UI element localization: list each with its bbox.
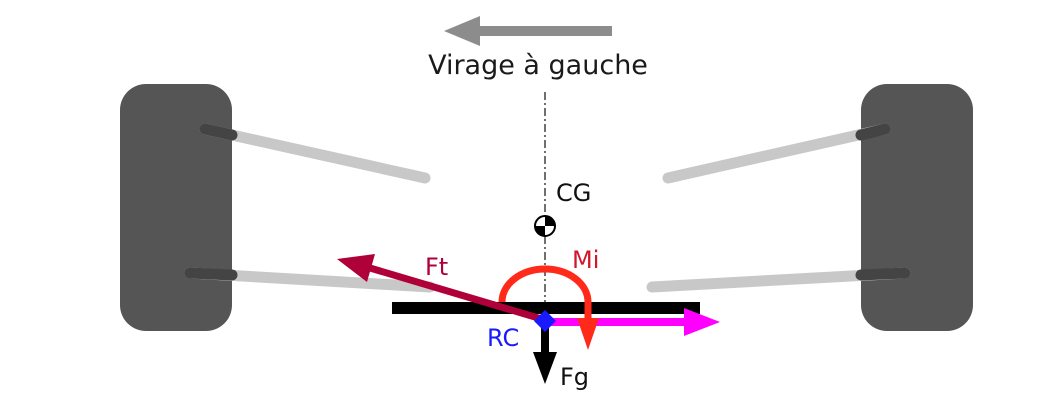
fg-label: Fg	[560, 363, 589, 391]
direction-arrow-icon	[444, 16, 612, 46]
chassis-bar	[392, 302, 700, 314]
right-upper-arm-joint	[855, 123, 891, 141]
tire-force-arrow	[337, 254, 546, 324]
mi-label: Mi	[572, 246, 599, 274]
left-upper-arm	[199, 123, 431, 184]
left-upper-arm-joint	[199, 123, 238, 141]
rc-label: RC	[487, 324, 519, 352]
lateral-force-arrow	[545, 308, 720, 336]
right-wheel	[861, 84, 973, 331]
center-of-gravity-icon	[534, 215, 556, 237]
left-wheel	[120, 84, 232, 331]
page-title: Virage à gauche	[428, 50, 648, 81]
ft-label: Ft	[425, 253, 448, 281]
left-lower-arm-joint	[184, 267, 238, 281]
roll-center-diamond-icon	[534, 310, 556, 332]
right-lower-arm-joint	[855, 267, 911, 281]
roll-moment-arc	[498, 265, 599, 350]
right-upper-arm	[662, 123, 891, 184]
cg-label: CG	[556, 179, 591, 207]
